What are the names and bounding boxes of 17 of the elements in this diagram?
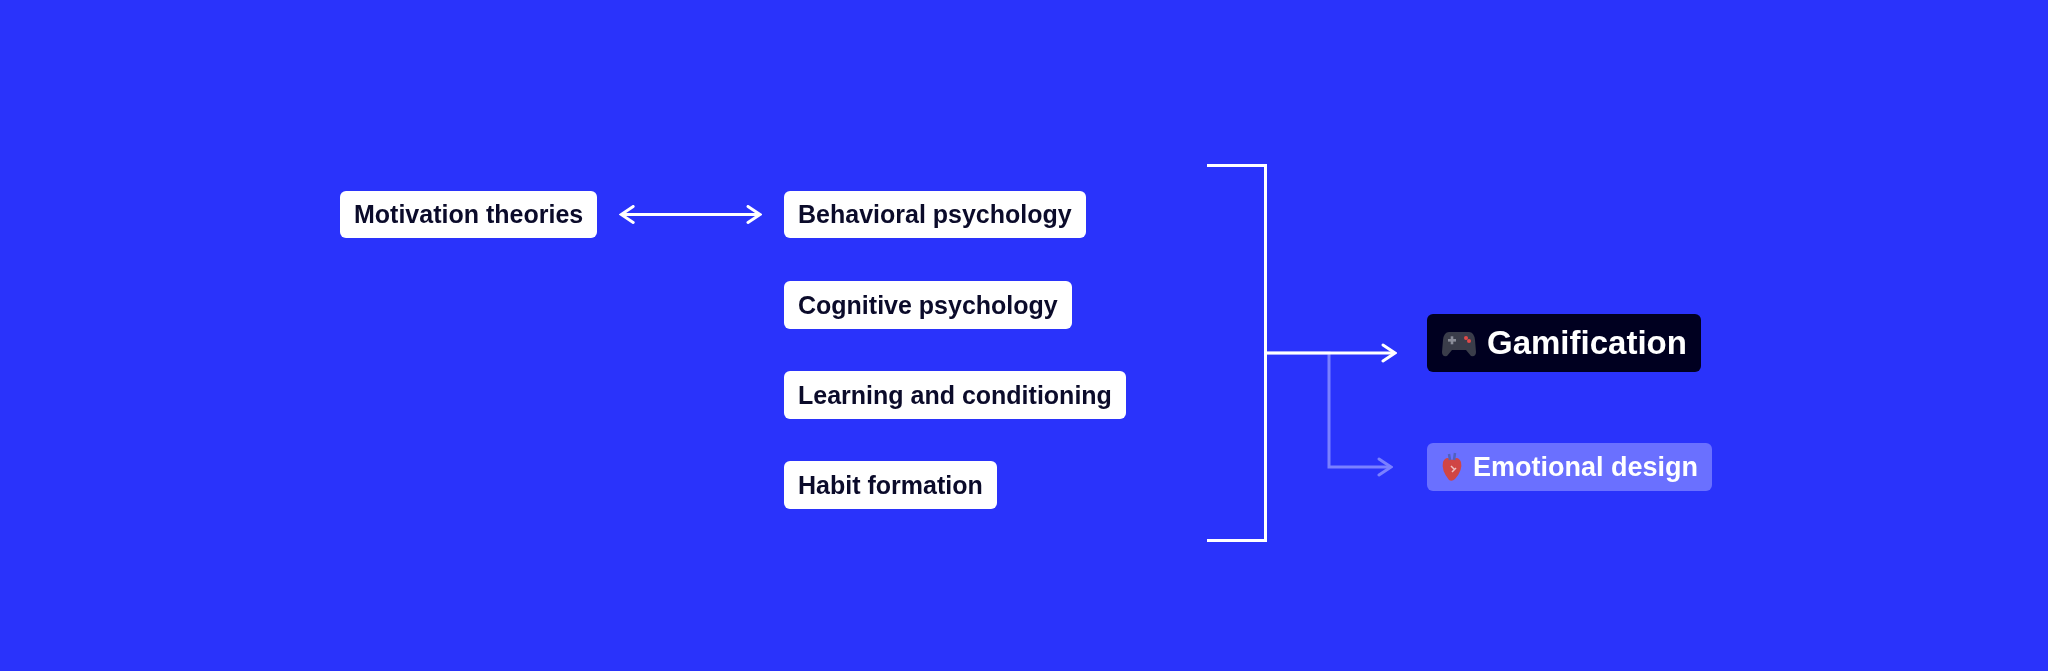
label-chip xyxy=(1427,314,1701,372)
node-label: Motivation theories xyxy=(354,200,584,229)
label-chip xyxy=(784,371,1126,419)
node-label: Cognitive psychology xyxy=(798,290,1058,320)
node-label: Emotional design xyxy=(1473,451,1699,483)
node-label: Behavioral psychology xyxy=(798,200,1072,229)
label-chip xyxy=(340,191,598,238)
label-chip xyxy=(784,281,1072,329)
node-label: Habit formation xyxy=(798,470,983,500)
label-chip xyxy=(1427,443,1713,491)
arrow xyxy=(619,205,762,224)
node-label: Gamification xyxy=(1487,324,1687,362)
label-chip xyxy=(784,461,997,509)
arrow xyxy=(1267,343,1397,363)
label-chip xyxy=(784,191,1086,238)
node-label: Learning and conditioning xyxy=(798,380,1112,410)
bracket xyxy=(1207,164,1267,542)
